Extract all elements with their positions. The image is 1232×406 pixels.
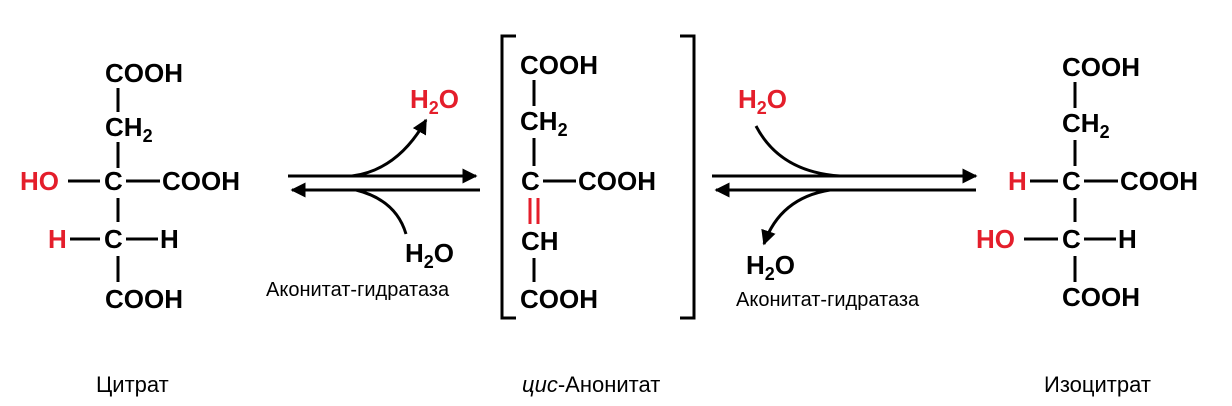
ch2-group: CH2	[1062, 108, 1110, 142]
water-release-arrow	[351, 118, 428, 178]
caption-citrate: Цитрат	[96, 372, 169, 397]
carbon: C	[1062, 166, 1081, 196]
carbon: C	[104, 224, 123, 254]
cooh-top: COOH	[1062, 52, 1140, 82]
cooh-top: COOH	[105, 58, 183, 88]
carbon: C	[1062, 224, 1081, 254]
enzyme-label-right: Аконитат-гидратаза	[736, 289, 920, 311]
hydrogen-red: H	[1008, 166, 1027, 196]
equilibrium-arrows-right: H2O H2O Аконитат-гидратаза	[712, 84, 978, 311]
cooh-bottom: COOH	[1062, 282, 1140, 312]
ch2-group: CH2	[520, 106, 568, 140]
caption-cis-aconitate: цис-Анонитат	[522, 372, 660, 397]
cooh-side: COOH	[162, 166, 240, 196]
equilibrium-arrows-left: H2O H2O Аконитат-гидратаза	[266, 84, 480, 301]
cooh-top: COOH	[520, 50, 598, 80]
hydroxyl-group: HO	[20, 166, 59, 196]
enzyme-label-left: Аконитат-гидратаза	[266, 279, 450, 301]
cis-aconitate-structure: COOH CH2 C COOH CH COOH	[500, 34, 696, 320]
ch-group: CH	[521, 226, 559, 256]
left-bracket	[500, 34, 516, 320]
water-uptake-curve	[355, 188, 408, 235]
hydrogen: H	[160, 224, 179, 254]
citrate-structure: COOH CH2 HO C COOH H C H COOH	[20, 58, 240, 314]
hydrogen-red: H	[48, 224, 67, 254]
hydroxyl-group: HO	[976, 224, 1015, 254]
water-released: H2O	[410, 84, 459, 118]
cooh-side: COOH	[578, 166, 656, 196]
cooh-bottom: COOH	[520, 284, 598, 314]
water-released: H2O	[746, 250, 795, 284]
hydrogen: H	[1118, 224, 1137, 254]
ch2-group: CH2	[105, 112, 153, 146]
water-release-arrow	[761, 188, 831, 246]
right-bracket	[680, 34, 696, 320]
caption-isocitrate: Изоцитрат	[1044, 372, 1151, 397]
water-uptake-curve	[754, 125, 841, 178]
cooh-bottom: COOH	[105, 284, 183, 314]
isocitrate-structure: COOH CH2 H C COOH HO C H COOH	[976, 52, 1198, 312]
water-consumed: H2O	[405, 238, 454, 272]
water-consumed: H2O	[738, 84, 787, 118]
carbon: C	[521, 166, 540, 196]
cooh-side: COOH	[1120, 166, 1198, 196]
central-carbon: C	[104, 166, 123, 196]
